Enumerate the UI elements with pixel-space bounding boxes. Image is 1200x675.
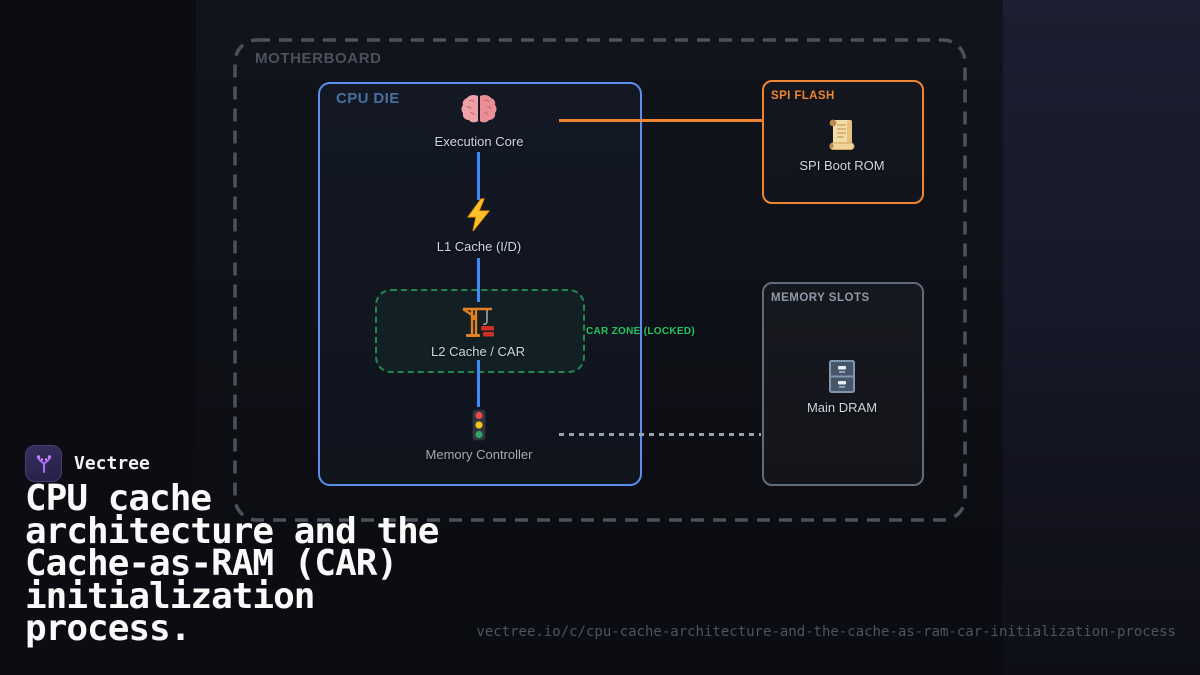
brand-name: Vectree — [74, 453, 150, 474]
connector-core-to-l1 — [477, 152, 480, 200]
car-zone-label: CAR ZONE (LOCKED) — [586, 326, 695, 337]
brand-row: Vectree — [25, 445, 150, 482]
footer-url: vectree.io/c/cpu-cache-architecture-and-… — [476, 624, 1176, 640]
scroll-icon — [829, 119, 855, 150]
l2-cache-label: L2 Cache / CAR — [431, 344, 525, 359]
l1-cache-label: L1 Cache (I/D) — [436, 239, 522, 254]
page-title: CPU cache architecture and the Cache-as-… — [25, 478, 439, 649]
spi-boot-rom-label: SPI Boot ROM — [799, 158, 885, 173]
execution-core-label: Execution Core — [434, 134, 524, 149]
cpu-die-label: CPU DIE — [336, 90, 400, 107]
traffic-light-icon — [471, 408, 487, 442]
connector-memctrl-to-dram — [559, 433, 761, 436]
motherboard-box — [233, 38, 967, 522]
background-right-panel — [1003, 0, 1200, 675]
lightning-icon — [467, 198, 491, 232]
car-zone-box — [375, 289, 585, 373]
file-cabinet-icon — [829, 360, 855, 393]
vectree-logo — [25, 445, 62, 482]
memory-controller-label: Memory Controller — [425, 447, 533, 462]
spi-flash-label: SPI FLASH — [771, 90, 835, 102]
crane-icon — [462, 307, 494, 337]
connector-l2-to-memctrl — [477, 360, 480, 407]
main-dram-label: Main DRAM — [806, 400, 878, 415]
background-center-panel — [196, 0, 1003, 675]
memory-slots-label: MEMORY SLOTS — [771, 292, 870, 304]
vectree-branch-icon — [36, 454, 51, 473]
motherboard-label: MOTHERBOARD — [255, 50, 382, 67]
connector-l1-to-l2 — [477, 258, 480, 302]
connector-core-to-bootrom — [559, 119, 762, 122]
brain-icon — [461, 94, 497, 123]
